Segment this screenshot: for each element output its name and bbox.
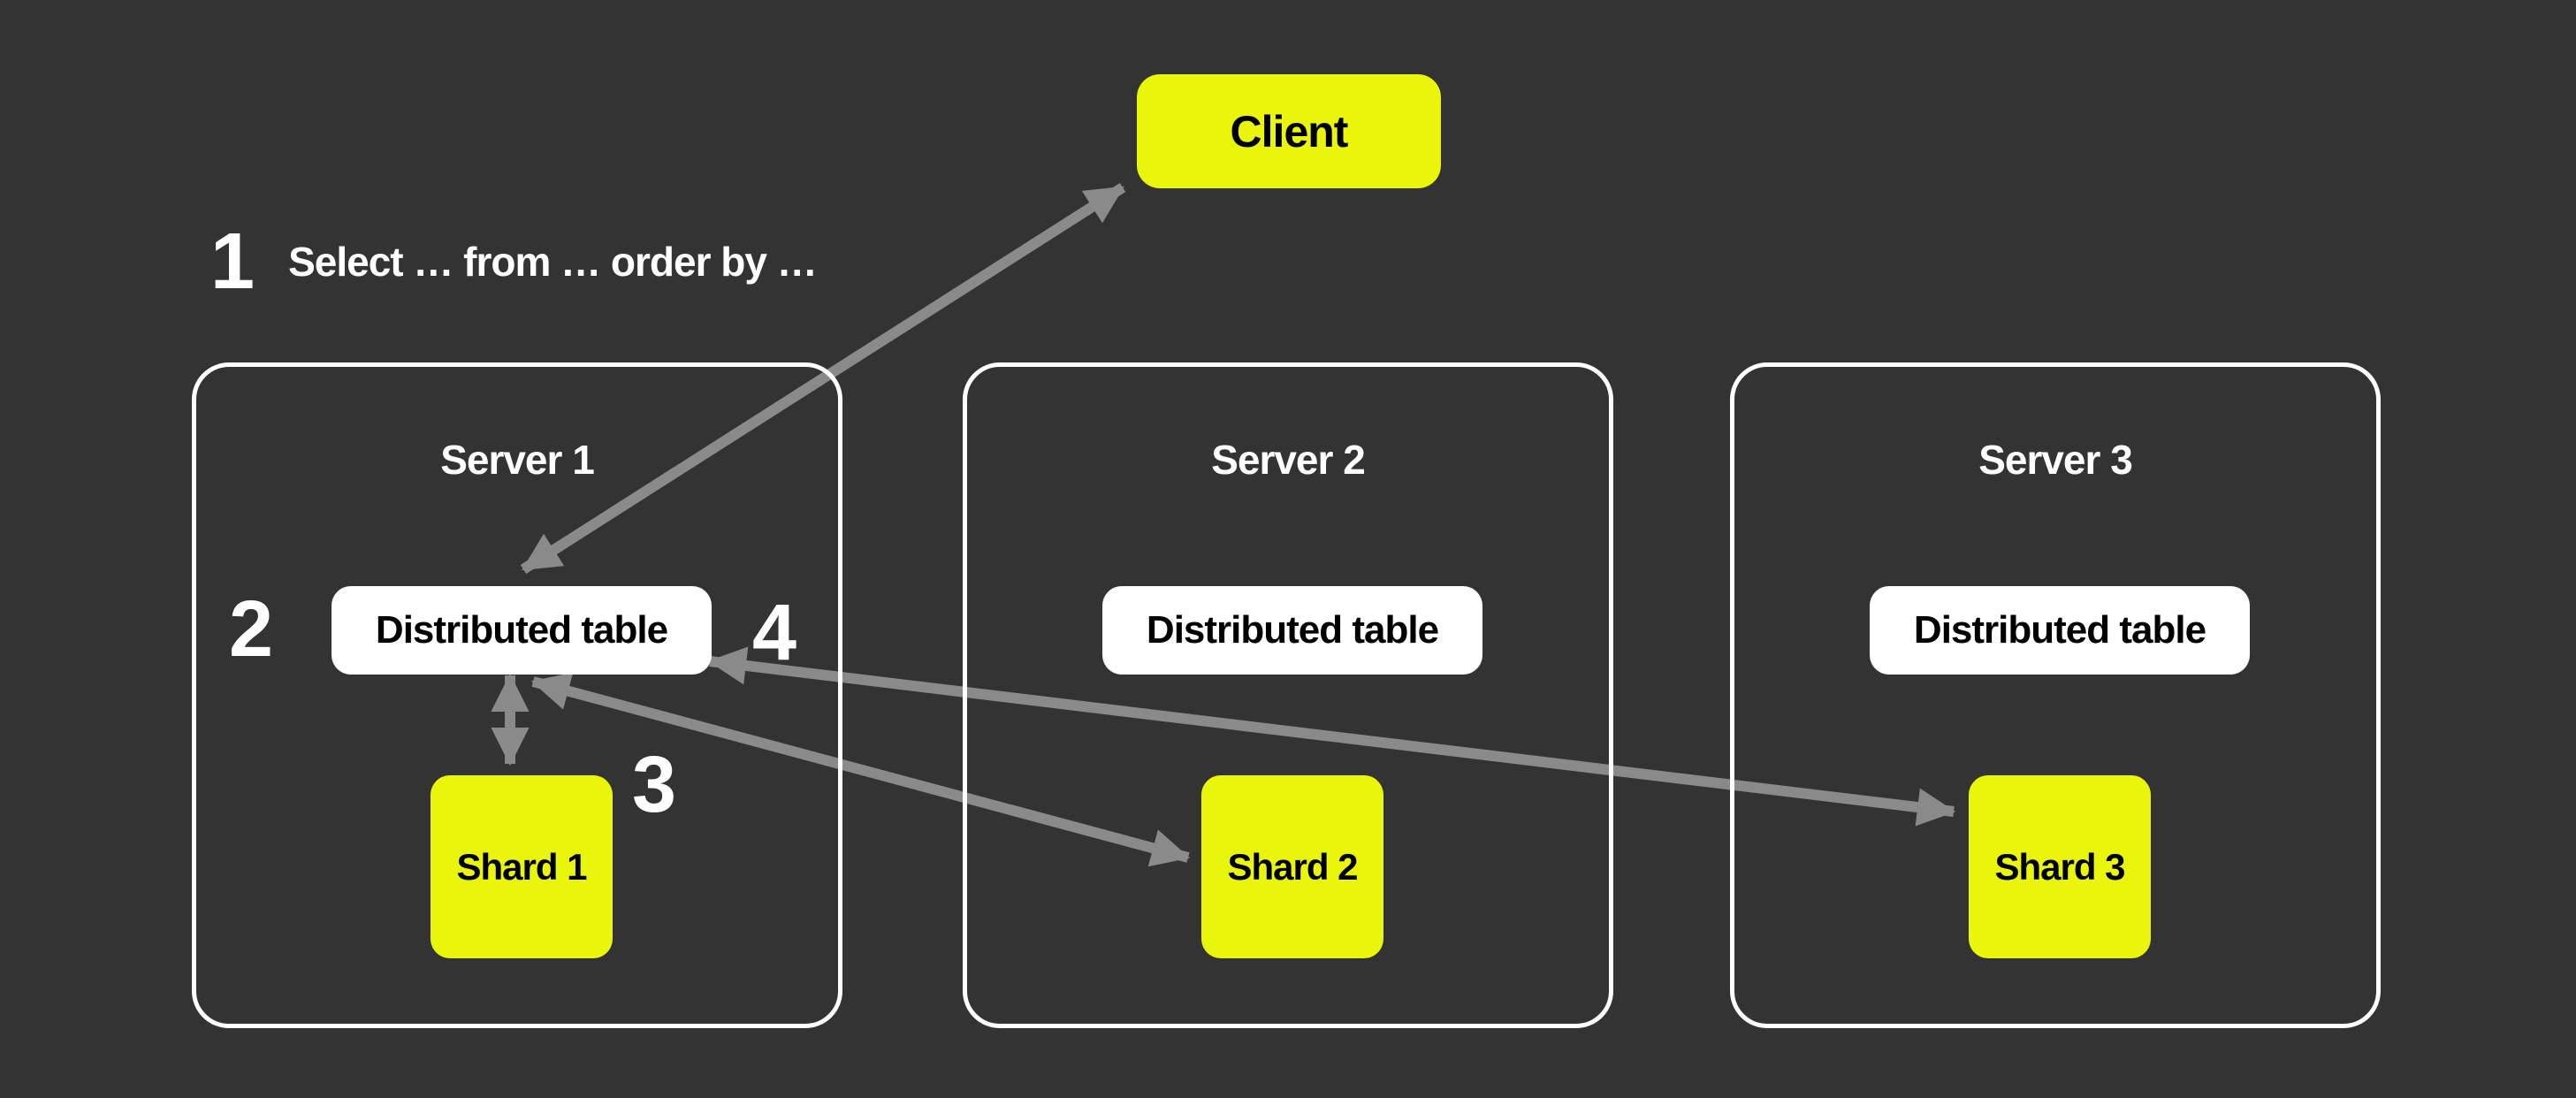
server3-box: Server 3 Distributed table Shard 3 [1730, 362, 2381, 1028]
step3-number: 3 [631, 741, 677, 829]
server1-distributed-table: Distributed table [332, 586, 712, 675]
server2-table-label: Distributed table [1146, 608, 1439, 652]
server2-box: Server 2 Distributed table Shard 2 [963, 362, 1613, 1028]
server1-shard-label: Shard 1 [456, 845, 587, 888]
server2-shard: Shard 2 [1201, 775, 1383, 958]
server2-title: Server 2 [1211, 437, 1366, 483]
client-label: Client [1230, 106, 1349, 156]
server1-shard: Shard 1 [431, 775, 613, 958]
server3-table-label: Distributed table [1913, 608, 2206, 652]
server2-shard-label: Shard 2 [1227, 845, 1358, 888]
server3-shard-label: Shard 3 [1994, 845, 2125, 888]
server3-title: Server 3 [1978, 437, 2133, 483]
client-node: Client [1137, 74, 1441, 188]
step1-annotation: 1 Select … from … order by … [210, 217, 818, 306]
step2-number: 2 [228, 585, 274, 674]
server1-table-label: Distributed table [375, 608, 668, 652]
server3-distributed-table: Distributed table [1870, 586, 2250, 675]
server3-shard: Shard 3 [1969, 775, 2151, 958]
step1-query-text: Select … from … order by … [288, 239, 818, 285]
arrow-table1-shard3 [707, 646, 1956, 827]
server2-distributed-table: Distributed table [1102, 586, 1482, 675]
step4-number: 4 [751, 589, 797, 677]
server1-box: Server 1 Distributed table Shard 1 [192, 362, 842, 1028]
step1-number: 1 [210, 217, 255, 306]
server1-title: Server 1 [440, 437, 595, 483]
